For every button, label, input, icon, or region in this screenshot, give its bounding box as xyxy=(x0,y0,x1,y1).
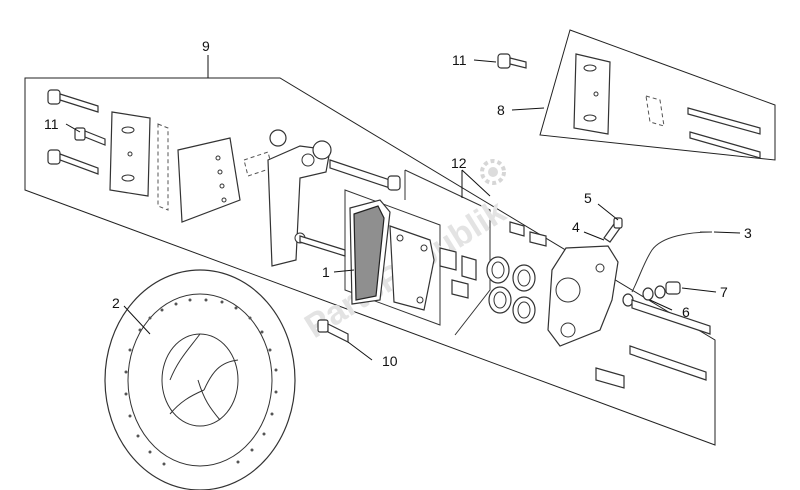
panel-pad-set-12 xyxy=(404,169,491,336)
brake-disc xyxy=(104,269,296,490)
anti-rattle-plate xyxy=(109,111,151,197)
piston-cups xyxy=(439,221,547,299)
callout-3: 3 xyxy=(744,225,752,241)
bracket-clip-8 xyxy=(645,95,665,127)
caliper-body xyxy=(547,245,619,347)
slide-pin-lower-2 xyxy=(629,345,707,381)
caliper-bracket xyxy=(267,129,332,267)
panel-pads-1 xyxy=(344,189,441,326)
callout-4: 4 xyxy=(572,219,580,235)
callout-11-left: 11 xyxy=(44,116,59,132)
bracket-pins-8 xyxy=(687,107,761,159)
callout-12: 12 xyxy=(451,155,467,171)
bolt-11-top xyxy=(497,53,527,69)
callout-7: 7 xyxy=(720,284,728,300)
guide-pin-lower xyxy=(299,235,346,257)
grease-pack xyxy=(243,151,273,177)
leader-lines xyxy=(65,55,741,361)
callout-2: 2 xyxy=(112,295,120,311)
slide-pin-lower-1 xyxy=(631,299,711,335)
banjo-bolt xyxy=(665,281,681,295)
bolt-long-bottom xyxy=(47,149,99,175)
guide-pin-upper xyxy=(329,159,401,191)
gear-icon xyxy=(480,159,506,185)
spring-clip xyxy=(157,123,169,211)
brake-hose xyxy=(631,231,713,293)
bolt-long-top xyxy=(47,89,99,113)
disc-vent-holes xyxy=(124,298,278,466)
pad-shim xyxy=(177,137,241,223)
brake-pad-outer xyxy=(389,225,435,311)
banjo-washers xyxy=(622,285,666,307)
callout-9: 9 xyxy=(202,38,210,54)
brake-pad-inner xyxy=(349,199,391,305)
callout-11-top: 11 xyxy=(452,52,467,68)
callout-10: 10 xyxy=(382,353,398,369)
bleed-cap xyxy=(613,217,623,229)
callout-1: 1 xyxy=(322,264,330,280)
bracket-plate-8 xyxy=(573,53,611,135)
callout-5: 5 xyxy=(584,190,592,206)
caliper-screw-10 xyxy=(317,319,349,343)
slide-pin-plug xyxy=(595,367,625,389)
piston-seals xyxy=(486,256,536,324)
callout-6: 6 xyxy=(682,304,690,320)
callout-8: 8 xyxy=(497,102,505,118)
